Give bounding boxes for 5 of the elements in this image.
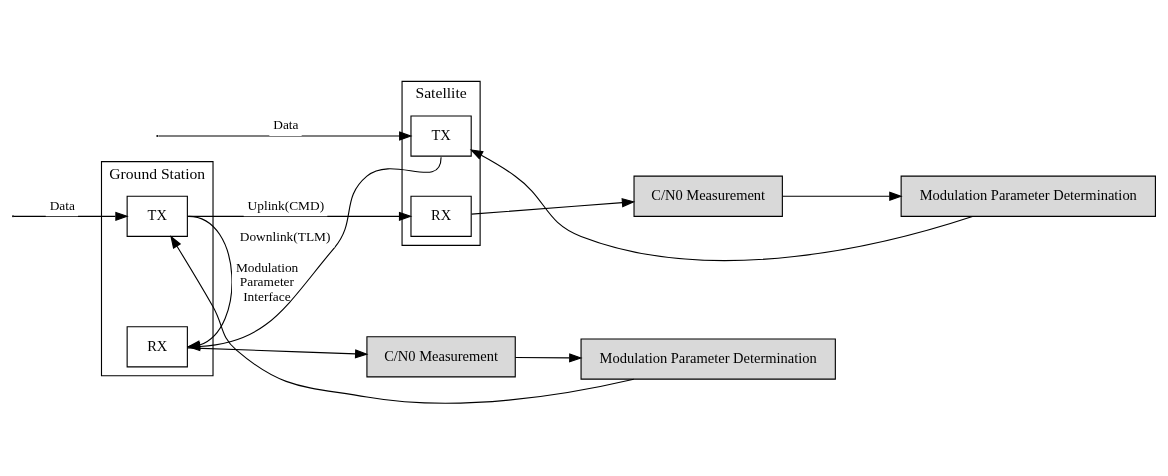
edge-label: Data (49, 197, 75, 213)
edge-label: Modulation Parameter Interface (235, 259, 299, 304)
edge-label: Data (273, 117, 299, 133)
edge-label: Downlink(TLM) (239, 228, 331, 244)
edge-label: Uplink(CMD) (247, 197, 325, 213)
